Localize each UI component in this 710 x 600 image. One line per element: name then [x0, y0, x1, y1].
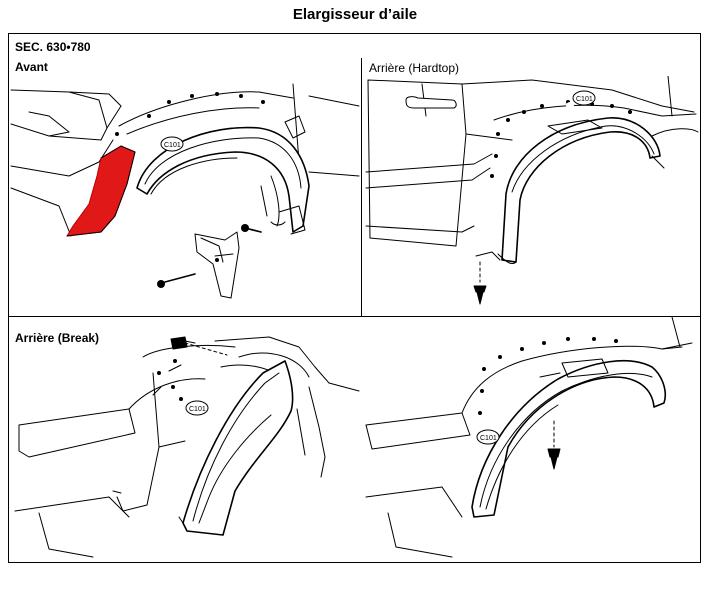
- rear-hardtop-flare: [501, 117, 661, 263]
- wagon-clip-dots: [157, 359, 177, 389]
- diagram-frame: [8, 33, 701, 563]
- page-title: Elargisseur d’aile: [292, 6, 418, 23]
- horizontal-divider: [8, 316, 701, 317]
- clip-code-front: C101: [164, 142, 181, 149]
- front-screw-upper: [241, 224, 262, 233]
- rear-bottom-right-fender-flare-illustration: C101: [365, 317, 693, 558]
- section-code: SEC. 630•780: [15, 40, 91, 54]
- front-screw-lower: [157, 273, 196, 288]
- front-fender-flare-illustration: C101: [10, 83, 360, 299]
- rear-bottom-right-screw: [547, 420, 561, 470]
- front-flare: [136, 126, 310, 233]
- panel-label-rear-wagon: Arrière (Break): [15, 331, 100, 345]
- vertical-divider: [361, 58, 362, 316]
- rear-wagon-bolt: [170, 336, 196, 350]
- rear-hardtop-screw: [473, 261, 487, 305]
- rear-hardtop-fender-flare-illustration: C101: [365, 76, 699, 305]
- clip-code-rear-hardtop: C101: [576, 96, 593, 103]
- clip-code-rear-wagon: C101: [189, 406, 206, 413]
- rear-bottom-right-flare: [471, 359, 667, 518]
- panel-label-rear-hardtop: Arrière (Hardtop): [369, 61, 460, 75]
- bottom-right-clip-dots: [478, 337, 618, 415]
- rear-wagon-fender-flare-illustration: C101: [14, 336, 360, 558]
- front-mud-guard: [194, 231, 240, 299]
- panel-label-front: Avant: [15, 60, 48, 74]
- rear-wagon-flare: [182, 360, 294, 536]
- fender-clip-dots: [115, 92, 265, 136]
- clip-code-rear-bottom-right: C101: [480, 435, 497, 442]
